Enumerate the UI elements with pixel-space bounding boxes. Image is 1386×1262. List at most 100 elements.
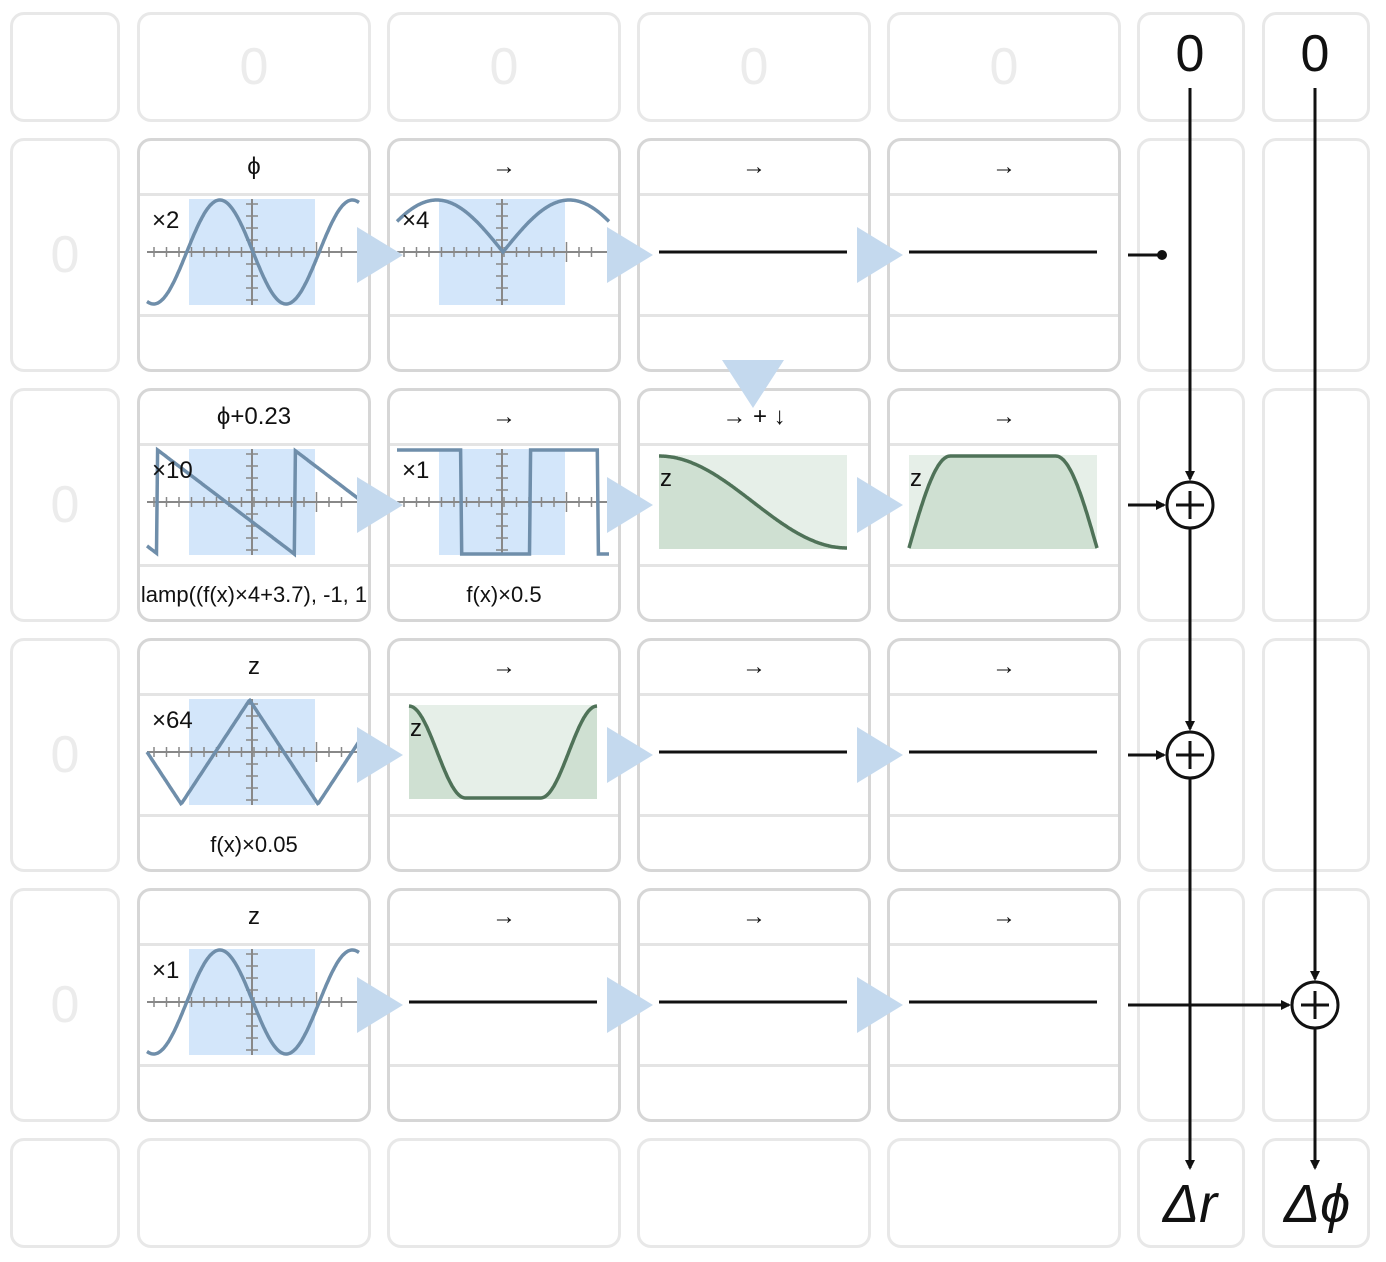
empty-cell: 0 [387, 12, 621, 122]
module-cell[interactable]: →z [887, 388, 1121, 622]
flow-chevron [357, 977, 403, 1033]
flow-chevron [857, 727, 903, 783]
module-header: → [890, 891, 1118, 946]
empty-cell [137, 1138, 371, 1248]
module-footer [390, 1064, 618, 1119]
module-plot [145, 446, 361, 558]
frequency-multiplier: ×64 [152, 707, 193, 734]
flow-chevron [357, 477, 403, 533]
empty-cell: 0 [10, 638, 120, 872]
empty-cell [10, 1138, 120, 1248]
module-footer [640, 1064, 868, 1119]
module-cell[interactable]: →f(x)×0.5×1 [387, 388, 621, 622]
module-plot [909, 250, 1097, 254]
module-header: → [390, 141, 618, 196]
module-plot [659, 454, 847, 550]
module-cell[interactable]: → [387, 888, 621, 1122]
module-plot [909, 1000, 1097, 1004]
empty-cell: 0 [137, 12, 371, 122]
sum-node-icon [1290, 980, 1340, 1030]
module-footer [890, 1064, 1118, 1119]
module-footer [140, 1064, 368, 1119]
waveform-curve [395, 198, 611, 255]
module-header: → [890, 641, 1118, 696]
module-footer [890, 814, 1118, 869]
z-label: z [910, 465, 922, 492]
frequency-multiplier: ×1 [152, 957, 180, 984]
flow-chevron [607, 727, 653, 783]
zero-value: 0 [989, 38, 1019, 96]
zero-value: 0 [239, 38, 269, 96]
shaper-curve [659, 454, 847, 550]
module-plot [146, 948, 360, 1056]
shaper-fill [909, 456, 1097, 549]
output-r-initial: 0 [1175, 25, 1205, 83]
waveform-curve [145, 697, 361, 807]
flow-chevron [857, 227, 903, 283]
zero-value: 0 [50, 976, 80, 1034]
module-header: → [890, 141, 1118, 196]
module-cell[interactable]: z f(x)×0.05 ×64 [137, 638, 371, 872]
flow-chevron [357, 227, 403, 283]
frequency-multiplier: ×10 [152, 457, 193, 484]
sum-node-icon [1165, 480, 1215, 530]
module-header: z [140, 641, 368, 696]
flow-chevron [607, 977, 653, 1033]
module-header: → [640, 891, 868, 946]
module-footer [640, 314, 868, 369]
module-header: → [390, 641, 618, 696]
module-cell[interactable]: → [887, 888, 1121, 1122]
module-header: → + ↓ [640, 391, 868, 446]
module-plot [397, 448, 609, 556]
shaper-fill [409, 706, 597, 799]
shaper-curve [408, 704, 598, 800]
module-plot [408, 704, 598, 800]
module-header: → [640, 641, 868, 696]
flow-chevron [357, 727, 403, 783]
module-plot [909, 750, 1097, 754]
waveform-curve [146, 198, 360, 306]
module-footer [390, 814, 618, 869]
module-plot [659, 250, 847, 254]
zero-value: 0 [50, 726, 80, 784]
output-delta-phi: Δϕ [1283, 1174, 1351, 1234]
module-footer [890, 314, 1118, 369]
module-plot [145, 697, 361, 807]
module-plot [409, 1000, 597, 1004]
module-plot [659, 750, 847, 754]
module-cell[interactable]: → ×4 [387, 138, 621, 372]
module-header: z [140, 891, 368, 946]
frequency-multiplier: ×2 [152, 207, 180, 234]
zero-value: 0 [739, 38, 769, 96]
module-header: → [390, 891, 618, 946]
zero-value: 0 [489, 38, 519, 96]
module-footer: f(x)×0.05 [140, 814, 368, 869]
module-footer [640, 814, 868, 869]
sum-node-icon [1165, 730, 1215, 780]
module-cell[interactable]: → [887, 638, 1121, 872]
empty-cell: 0 [10, 888, 120, 1122]
module-header: → [890, 391, 1118, 446]
module-cell[interactable]: → [637, 888, 871, 1122]
output-delta-r: Δr [1162, 1174, 1218, 1234]
module-cell[interactable]: ϕ×2 [137, 138, 371, 372]
module-footer [640, 564, 868, 619]
flow-chevron [857, 977, 903, 1033]
zero-value: 0 [50, 226, 80, 284]
empty-cell: 0 [637, 12, 871, 122]
module-header: → [390, 391, 618, 446]
zero-value: 0 [50, 476, 80, 534]
module-footer: f(x)×0.5 [390, 564, 618, 619]
module-plot [395, 198, 611, 305]
z-label: z [410, 715, 422, 742]
module-cell[interactable]: → [637, 638, 871, 872]
output-phi-initial: 0 [1300, 25, 1330, 83]
module-footer: lamp((f(x)×4+3.7), -1, 1 [140, 564, 368, 619]
waveform-curve [397, 448, 609, 556]
module-cell[interactable]: → [637, 138, 871, 372]
frequency-multiplier: ×4 [402, 207, 430, 234]
empty-cell: 0 [10, 138, 120, 372]
waveform-curve [145, 446, 361, 558]
flow-chevron [607, 477, 653, 533]
